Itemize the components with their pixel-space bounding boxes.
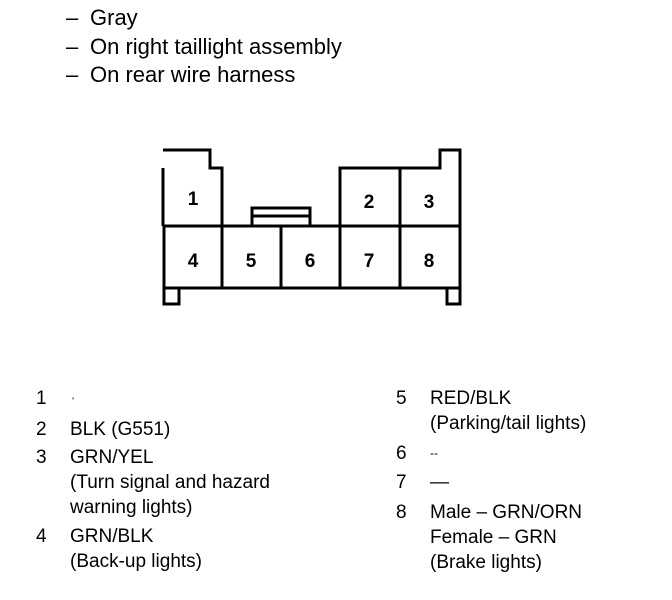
pin-description-line: (Brake lights) — [430, 552, 542, 573]
header-text: Gray — [90, 5, 138, 30]
header-dash: – — [66, 5, 79, 30]
pin-number: 1 — [36, 388, 47, 409]
pin-description-line: Male – GRN/ORN — [430, 502, 583, 523]
pin-label-3: 3 — [424, 192, 435, 213]
pin-number: 2 — [36, 419, 47, 440]
cavity-2-3-outline — [338, 168, 462, 226]
pinout-left-column: 1 · 2 BLK (G551) 3 GRN/YEL (Turn signal … — [36, 386, 356, 586]
bottom-row-dividers — [220, 226, 402, 288]
pin-description-line: GRN/YEL — [70, 447, 154, 468]
pin-description-line: RED/BLK — [430, 388, 512, 409]
pin-description-line: Female – GRN — [430, 527, 557, 548]
pin-description-line: -- — [430, 446, 438, 460]
bottom-row-outline — [162, 224, 462, 290]
pin-description-line: (Parking/tail lights) — [430, 413, 587, 434]
pinout-right-column: 5 RED/BLK (Parking/tail lights) 6 -- 7 —… — [396, 386, 666, 586]
header-text: On rear wire harness — [90, 62, 296, 87]
pin-description-line: (Back-up lights) — [70, 551, 202, 572]
header-dash: – — [66, 34, 79, 59]
pin-number: 8 — [396, 502, 407, 523]
pin-description-line: — — [430, 472, 449, 493]
pin-description: · — [70, 386, 76, 411]
pin-description-line: GRN/BLK — [70, 526, 154, 547]
header-line-3: –On rear wire harness — [66, 61, 295, 89]
pin-label-1: 1 — [188, 189, 199, 210]
pin-description-line: BLK (G551) — [70, 419, 171, 440]
pin-label-7: 7 — [364, 251, 375, 272]
header-line-1: –Gray — [66, 4, 138, 32]
pin-description: GRN/YEL (Turn signal and hazard warning … — [70, 445, 270, 520]
pin-description: -- — [430, 441, 438, 466]
pin-number: 6 — [396, 443, 407, 464]
pin-label-6: 6 — [305, 251, 316, 272]
pin-label-2: 2 — [364, 192, 375, 213]
pin-description: Male – GRN/ORN Female – GRN (Brake light… — [430, 500, 582, 575]
pin-label-8: 8 — [424, 251, 435, 272]
header-text: On right taillight assembly — [90, 34, 342, 59]
pin-number: 7 — [396, 472, 407, 493]
pin-label-4: 4 — [188, 251, 199, 272]
pin-description: BLK (G551) — [70, 417, 170, 442]
pin-number: 5 — [396, 388, 407, 409]
header-dash: – — [66, 62, 79, 87]
pin-description: GRN/BLK (Back-up lights) — [70, 524, 202, 574]
pin-label-5: 5 — [246, 251, 257, 272]
pin-description: RED/BLK (Parking/tail lights) — [430, 386, 586, 436]
pin-description: — — [430, 470, 449, 495]
pin-description-line: (Turn signal and hazard — [70, 472, 270, 493]
pin-number: 4 — [36, 526, 47, 547]
header-line-2: –On right taillight assembly — [66, 33, 342, 61]
pin-description-line: warning lights) — [70, 497, 193, 518]
pin-number: 3 — [36, 447, 47, 468]
pin-description-line: · — [70, 388, 77, 409]
